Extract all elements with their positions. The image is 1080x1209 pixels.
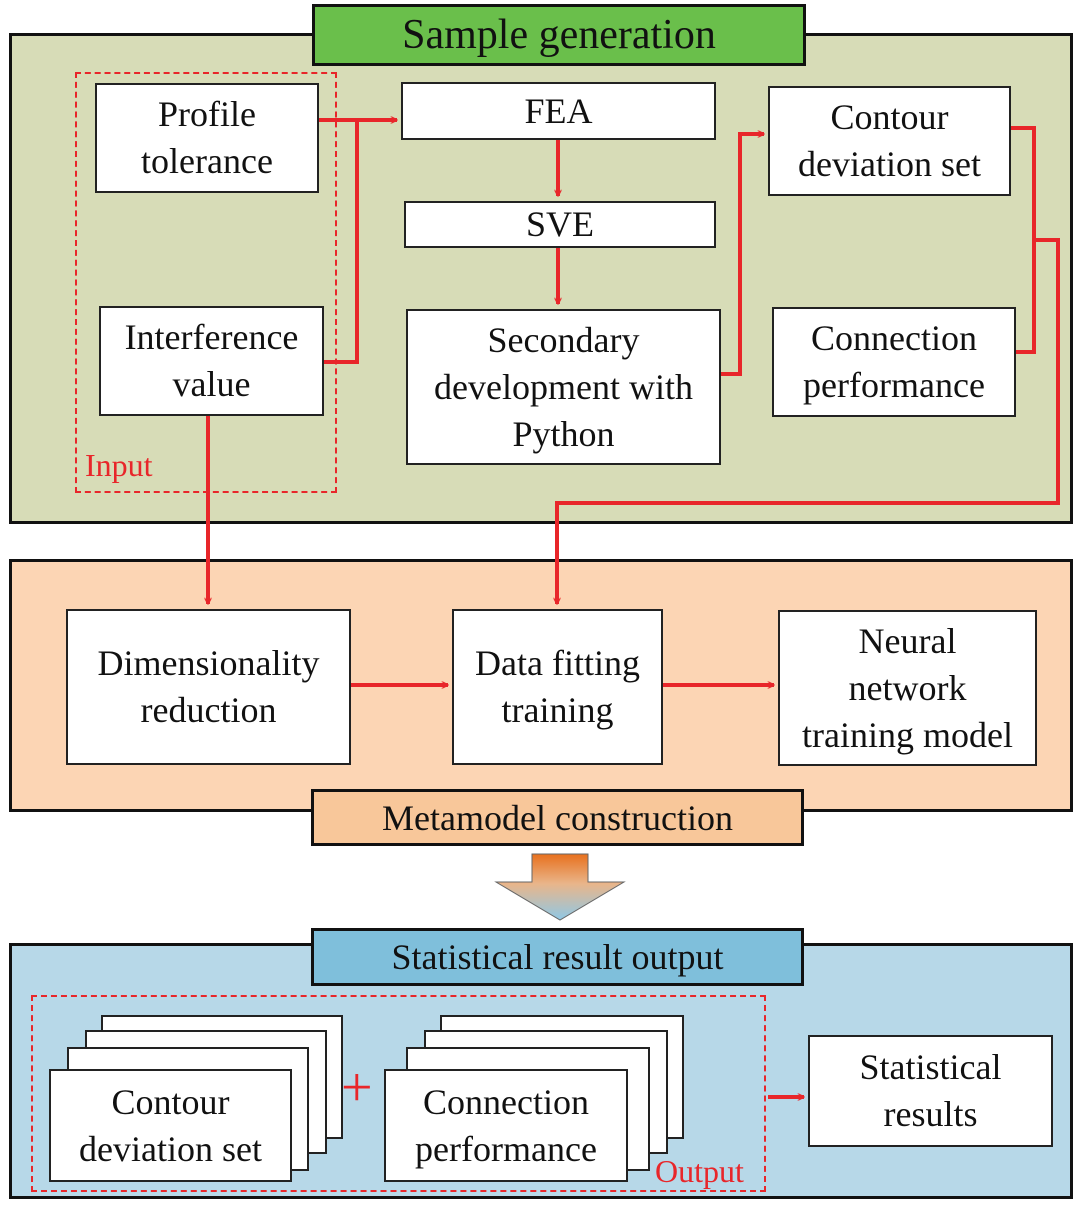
plus-sign: + [341, 1057, 373, 1119]
sve-box: SVE [404, 201, 716, 248]
connection-performance-box: Connection performance [772, 307, 1016, 417]
metamodel-construction-title: Metamodel construction [311, 789, 804, 846]
profile-tolerance-box: Profile tolerance [95, 83, 319, 193]
secondary-development-box: Secondary development with Python [406, 309, 721, 465]
dimensionality-reduction-box: Dimensionality reduction [66, 609, 351, 765]
contour-deviation-box: Contour deviation set [768, 86, 1011, 196]
input-label: Input [85, 447, 153, 483]
sample-generation-title: Sample generation [312, 4, 806, 66]
output-connection-performance-box: Connection performance [384, 1069, 628, 1182]
neural-network-model-box: Neural network training model [778, 610, 1037, 766]
statistical-result-output-title: Statistical result output [311, 928, 804, 986]
interference-value-box: Interference value [99, 306, 324, 416]
down-arrow-icon [494, 853, 626, 921]
fea-box: FEA [401, 82, 716, 140]
statistical-results-box: Statistical results [808, 1035, 1053, 1147]
output-label: Output [655, 1153, 744, 1189]
output-contour-deviation-box: Contour deviation set [49, 1069, 292, 1182]
data-fitting-training-box: Data fitting training [452, 609, 663, 765]
